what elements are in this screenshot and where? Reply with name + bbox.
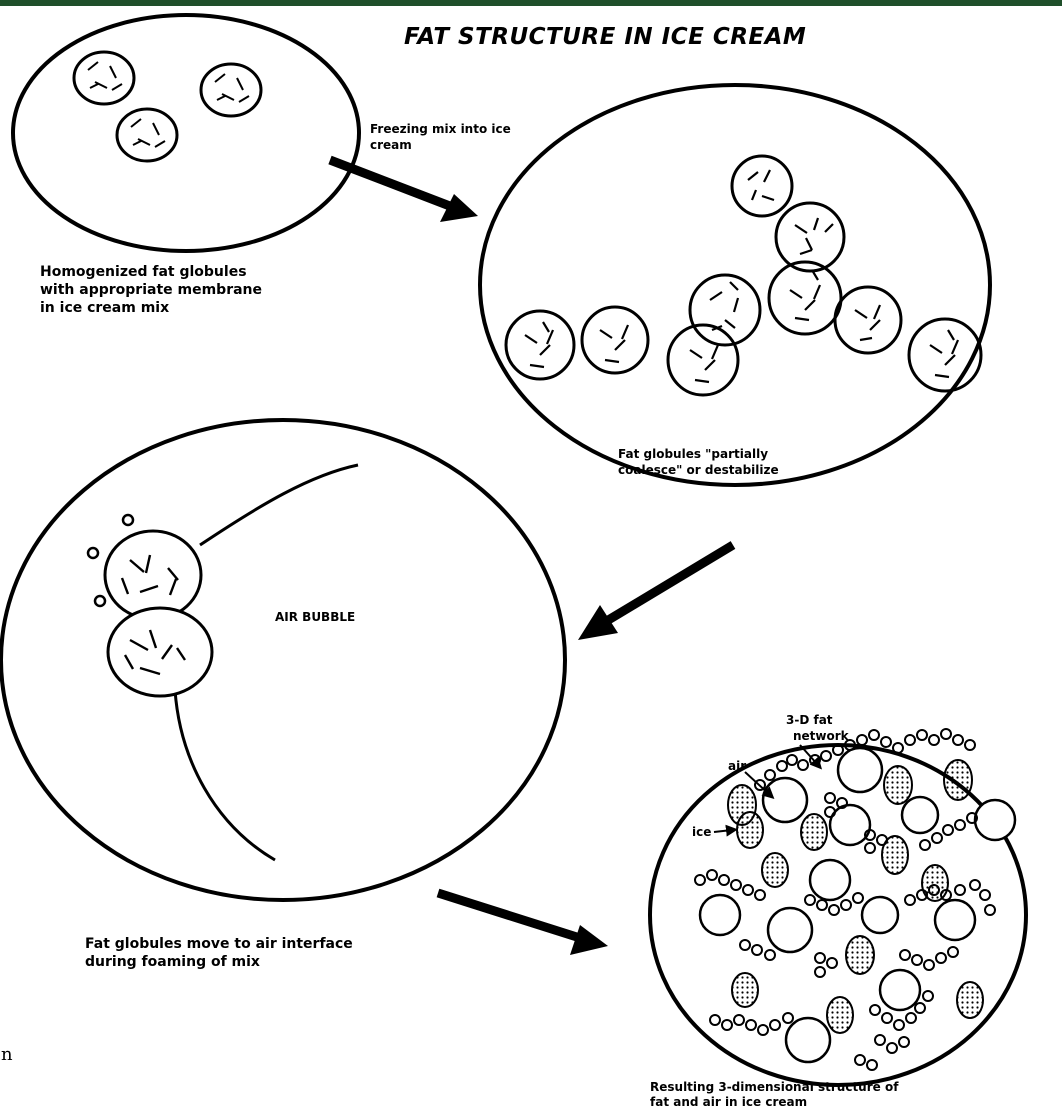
stage2-coalescence-circle <box>480 85 990 485</box>
stage3-air-bubble-circle: AIR BUBBLE <box>1 420 565 900</box>
stage1-caption: Homogenized fat globules with appropriat… <box>40 264 267 316</box>
stage1-mix-circle <box>13 15 359 251</box>
ice-pointer-arrow <box>714 830 732 832</box>
fat-globule <box>117 109 177 161</box>
fat-globule-pair <box>88 515 212 696</box>
diagram-title: FAT STRUCTURE IN ICE CREAM <box>404 24 806 50</box>
stage4-caption: Resulting 3-dimensional structure of fat… <box>650 1080 903 1109</box>
air-bubble-label: AIR BUBBLE <box>275 610 355 624</box>
arrow-to-final-structure <box>438 893 580 938</box>
fat-globule <box>201 64 261 116</box>
freezing-caption: Freezing mix into ice cream <box>370 122 515 152</box>
air-interface-upper <box>200 465 358 545</box>
stage3-caption: Fat globules move to air interface durin… <box>85 936 358 970</box>
air-interface-lower <box>175 690 275 860</box>
stage4-structure-circle: 3-D fat network air ice <box>650 713 1026 1085</box>
arrowhead-to-final-structure <box>570 925 608 955</box>
ice-label: ice <box>692 825 711 839</box>
fat-globule <box>74 52 134 104</box>
air-label: air <box>728 759 746 773</box>
arrow-to-air-bubble <box>600 545 733 625</box>
arrow-freezing <box>330 160 455 208</box>
stray-text: n <box>1 1044 13 1065</box>
stage2-caption: Fat globules "partially coalesce" or des… <box>618 447 779 477</box>
network-label: 3-D fat network <box>786 713 850 743</box>
